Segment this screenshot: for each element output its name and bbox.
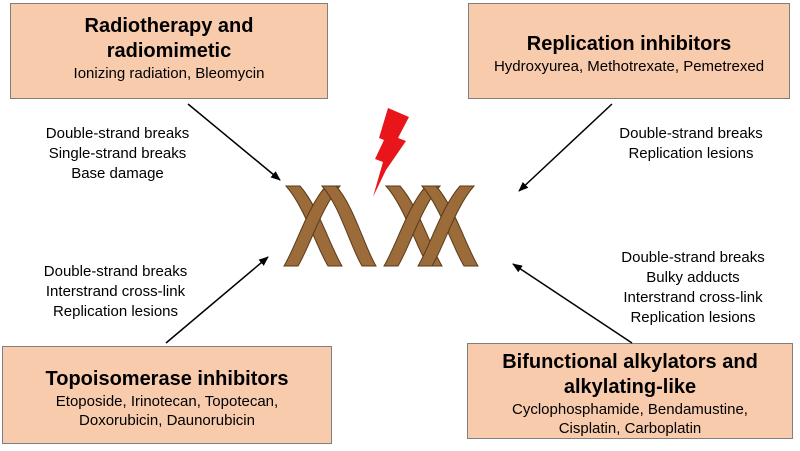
- topoisomerase-agents-line2: Doxorubicin, Daunorubicin: [79, 412, 255, 429]
- alkylators-box: Bifunctional alkylators and alkylating-l…: [467, 343, 793, 439]
- lesion-label: Replication lesions: [628, 145, 754, 162]
- replication-inhibitors-agents: Hydroxyurea, Methotrexate, Pemetrexed: [493, 58, 765, 75]
- replication-lesions: Double-strand breaks Replication lesions: [598, 124, 784, 164]
- topoisomerase-lesions: Double-strand breaks Interstrand cross-l…: [18, 262, 213, 322]
- topoisomerase-inhibitors-title: Topoisomerase inhibitors: [45, 368, 289, 390]
- lesion-label: Double-strand breaks: [619, 125, 763, 142]
- lesion-label: Replication lesions: [630, 309, 756, 326]
- topoisomerase-agents-line1: Etoposide, Irinotecan, Topotecan,: [55, 393, 279, 410]
- alkylators-agents-line2: Cisplatin, Carboplatin: [558, 420, 702, 437]
- lesion-label: Double-strand breaks: [45, 125, 190, 142]
- radiotherapy-lesions: Double-strand breaks Single-strand break…: [20, 124, 215, 184]
- lesion-label: Bulky adducts: [646, 269, 740, 286]
- lesion-label: Double-strand breaks: [43, 263, 188, 280]
- replication-inhibitors-title: Replication inhibitors: [526, 33, 732, 55]
- radiotherapy-agents: Ionizing radiation, Bleomycin: [73, 65, 265, 82]
- arrow-replication-inhibitors: [518, 103, 613, 192]
- arrow-radiotherapy: [187, 103, 281, 181]
- lesion-label: Interstrand cross-link: [623, 289, 763, 306]
- arrow-alkylators: [512, 263, 633, 344]
- lightning-bolt-icon: [373, 108, 409, 197]
- lesion-label: Single-strand breaks: [48, 145, 187, 162]
- lesion-label: Replication lesions: [52, 303, 179, 320]
- lesion-label: Interstrand cross-link: [45, 283, 186, 300]
- replication-inhibitors-box: Replication inhibitors Hydroxyurea, Meth…: [468, 3, 790, 99]
- topoisomerase-inhibitors-box: Topoisomerase inhibitors Etoposide, Irin…: [2, 346, 332, 444]
- lesion-label: Double-strand breaks: [621, 249, 765, 266]
- arrow-topoisomerase-inhibitors: [165, 256, 269, 344]
- alkylator-lesions: Double-strand breaks Bulky adducts Inter…: [596, 248, 790, 328]
- alkylators-agents-line1: Cyclophosphamide, Bendamustine,: [512, 401, 748, 418]
- dna-double-helix-icon: [283, 185, 479, 267]
- radiotherapy-box: Radiotherapy and radiomimetic Ionizing r…: [10, 3, 328, 99]
- alkylators-title-line1: Bifunctional alkylators and: [502, 351, 758, 373]
- radiotherapy-title-line2: radiomimetic: [106, 40, 232, 62]
- radiotherapy-title-line1: Radiotherapy and: [84, 15, 254, 37]
- lesion-label: Base damage: [71, 165, 164, 182]
- alkylators-title-line2: alkylating-like: [563, 376, 697, 398]
